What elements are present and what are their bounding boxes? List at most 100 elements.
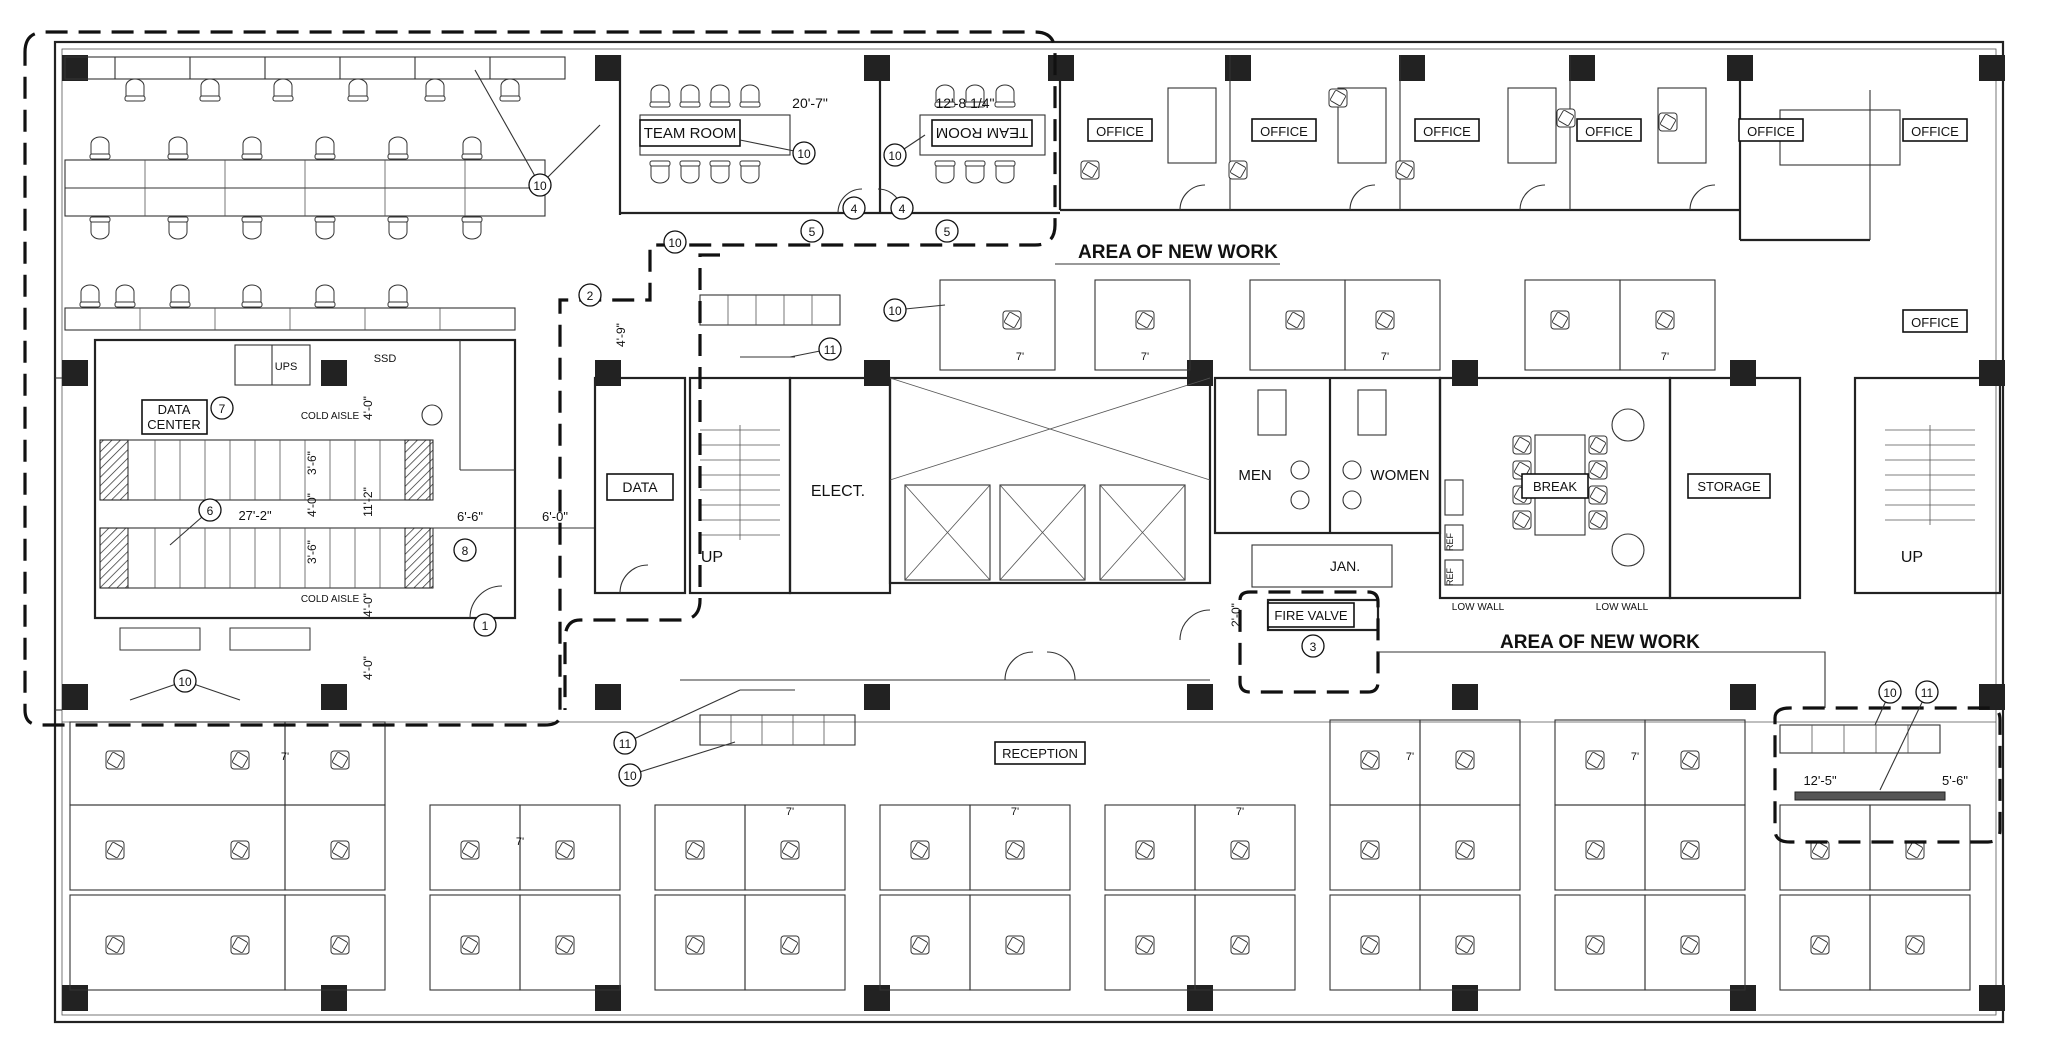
office-label-1: OFFICE (1096, 124, 1144, 139)
office-label-6: OFFICE (1911, 124, 1959, 139)
keynote-11-a: 11 (824, 343, 837, 357)
reception-box (994, 741, 1086, 765)
dim-6-6: 6'-6" (457, 509, 483, 524)
women-label: WOMEN (1370, 467, 1429, 484)
cubicles-lower (62, 719, 1996, 991)
partition-7-b: 7' (516, 836, 524, 848)
partition-7-d: 7' (1011, 806, 1019, 818)
keynote-bubble-11-a (818, 337, 842, 361)
keynote-bubble-3 (1301, 634, 1325, 658)
keynote-4-a: 4 (851, 202, 858, 216)
keynote-5-a: 5 (809, 225, 816, 239)
keynote-10-a: 10 (533, 179, 547, 193)
low-wall-label-2: LOW WALL (1596, 602, 1649, 613)
men-label: MEN (1238, 467, 1271, 484)
area-of-new-work-top: AREA OF NEW WORK (1078, 242, 1278, 263)
dim-corridor-4-9: 4'-9" (614, 323, 628, 347)
dim-team-room-right: 12'-8 1/4" (935, 95, 994, 111)
keynote-10-d: 10 (668, 236, 682, 250)
keynote-11-b: 11 (619, 737, 632, 751)
keynote-bubble-4-a (842, 196, 866, 220)
dim-data-center-length: 27'-2" (238, 508, 272, 523)
partition-7-f: 7' (1406, 751, 1414, 763)
dim-dc-4-0-b: 4'-0" (305, 493, 319, 517)
partition-7-j: 7' (1381, 351, 1389, 363)
keynote-10-h: 10 (1883, 686, 1897, 700)
top-offices (1058, 55, 1901, 242)
data-room-label: DATA (622, 479, 658, 495)
ssd-label: SSD (374, 353, 397, 365)
keynote-bubble-5-b (935, 219, 959, 243)
dim-dc-4-0-d: 4'-0" (361, 656, 375, 680)
ref-label-2: REF (1445, 567, 1455, 586)
dim-dc-4-0-c: 4'-0" (361, 593, 375, 617)
team-room-left-label: TEAM ROOM (644, 125, 737, 142)
fire-valve-label: FIRE VALVE (1274, 608, 1348, 623)
keynote-2: 2 (587, 289, 594, 303)
dim-6-0: 6'-0" (542, 509, 568, 524)
area-of-new-work-right: AREA OF NEW WORK (1500, 632, 1700, 653)
team-room-left-box (639, 119, 741, 147)
keynote-10-g: 10 (178, 675, 192, 689)
dim-team-room: 20'-7" (792, 95, 828, 111)
dim-5-6: 5'-6" (1942, 773, 1968, 788)
keynote-bubble-10-h (1878, 680, 1902, 704)
keynote-6: 6 (207, 504, 214, 518)
keynote-bubble-8 (453, 538, 477, 562)
fire-valve-box (1267, 602, 1355, 628)
office-label-4: OFFICE (1585, 124, 1633, 139)
partition-7-e: 7' (1236, 806, 1244, 818)
reception-label: RECEPTION (1002, 746, 1078, 761)
ref-label-1: REF (1445, 532, 1455, 551)
break-room-label: BREAK (1533, 479, 1577, 494)
data-center-label-2: CENTER (147, 417, 200, 432)
partition-7-i: 7' (1141, 351, 1149, 363)
keynote-8: 8 (462, 544, 469, 558)
keynote-bubble-11-c (1915, 680, 1939, 704)
new-work-boundary-center (563, 253, 720, 710)
stair-up-label-left: UP (701, 549, 723, 566)
keynote-bubble-6 (198, 498, 222, 522)
keynote-1: 1 (482, 619, 489, 633)
cold-aisle-label-bottom: COLD AISLE (301, 594, 360, 605)
ups-label: UPS (275, 361, 298, 373)
data-center-label-1: DATA (158, 402, 191, 417)
keynote-11-c: 11 (1921, 686, 1934, 700)
keynote-10-f: 10 (623, 769, 637, 783)
data-center (93, 338, 517, 651)
storage-box (1687, 473, 1771, 499)
dim-dc-3-6-a: 3'-6" (305, 451, 319, 475)
new-work-boundary-fire-valve (1238, 590, 1380, 694)
elect-label: ELECT. (811, 483, 865, 500)
jan-label: JAN. (1330, 558, 1360, 574)
low-wall-label-1: LOW WALL (1452, 602, 1505, 613)
dim-dc-3-6-b: 3'-6" (305, 540, 319, 564)
keynote-bubble-1 (473, 613, 497, 637)
building-core (593, 376, 1212, 681)
new-work-boundary-right (1773, 706, 2002, 844)
keynote-bubble-10-a (528, 173, 552, 197)
keynote-bubble-2 (578, 283, 602, 307)
dim-12-5: 12'-5" (1803, 773, 1837, 788)
callout-leader-right (1378, 651, 1826, 708)
cold-aisle-label-top: COLD AISLE (301, 411, 360, 422)
cubicles-mid (939, 279, 1716, 371)
partition-7-h: 7' (1016, 351, 1024, 363)
structural-columns (62, 55, 2005, 1011)
keynote-bubble-10-c (883, 143, 907, 167)
office-label-3: OFFICE (1423, 124, 1471, 139)
keynote-7: 7 (219, 402, 226, 416)
keynote-bubble-10-f (618, 763, 642, 787)
partition-7-c: 7' (786, 806, 794, 818)
keynote-4-b: 4 (899, 202, 906, 216)
keynote-5-b: 5 (944, 225, 951, 239)
partition-7-g: 7' (1631, 751, 1639, 763)
stair-up-label-right: UP (1901, 549, 1923, 566)
keynote-bubble-10-g (173, 669, 197, 693)
office-labels: OFFICE OFFICE OFFICE OFFICE OFFICE OFFIC… (1087, 118, 1968, 333)
keynote-bubble-10-b (792, 141, 816, 165)
keynote-bubble-4-b (890, 196, 914, 220)
keynote-bubble-7 (210, 396, 234, 420)
open-workstations-top-left (64, 56, 566, 331)
